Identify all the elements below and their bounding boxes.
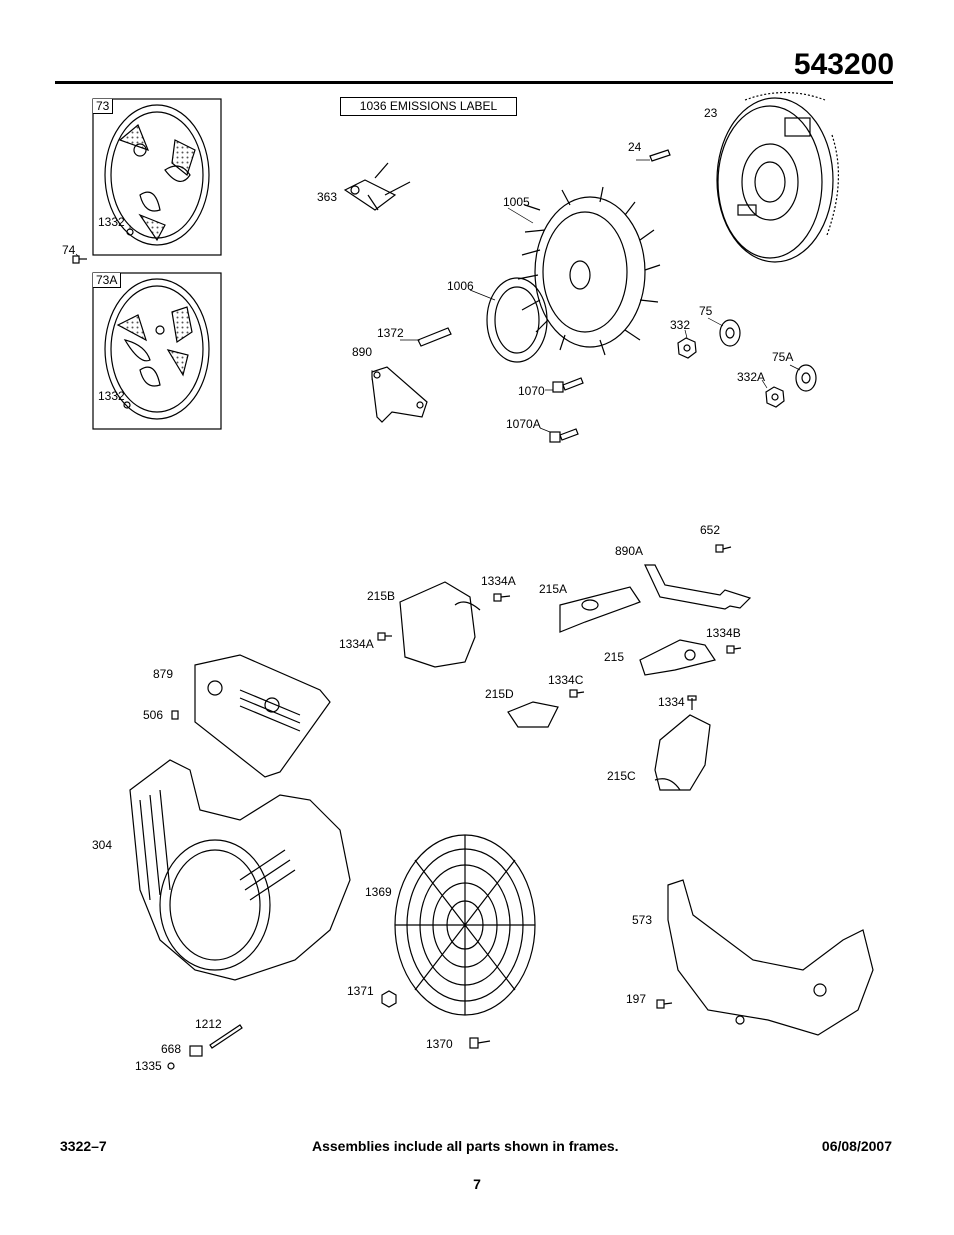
callout-215a: 215A xyxy=(539,582,568,596)
callout-1070: 1070 xyxy=(518,384,545,398)
callout-74: 74 xyxy=(62,243,76,257)
callout-24: 24 xyxy=(628,140,642,154)
cover-879-part xyxy=(194,654,331,778)
callout-1212: 1212 xyxy=(195,1017,222,1031)
callout-1334: 1334 xyxy=(658,695,685,709)
bracket-890-part xyxy=(371,366,428,423)
bolt-1070-part xyxy=(552,377,584,393)
flywheel-23-part xyxy=(716,91,840,263)
screw-506-part xyxy=(171,710,179,720)
callout-1070a: 1070A xyxy=(506,417,541,431)
callout-890a: 890A xyxy=(615,544,644,558)
footer-date: 06/08/2007 xyxy=(821,1138,892,1154)
screw-197-part xyxy=(656,999,673,1009)
callout-363: 363 xyxy=(317,190,338,204)
callout-1334b: 1334B xyxy=(706,626,741,640)
nut-332-part xyxy=(677,337,697,359)
stud-1212-part xyxy=(209,1024,243,1049)
callout-1370: 1370 xyxy=(426,1037,453,1051)
screw-1334c-part xyxy=(569,689,585,698)
washer-75-part xyxy=(719,319,741,347)
fan-1005-part xyxy=(517,186,661,356)
callout-1372: 1372 xyxy=(377,326,404,340)
callout-23: 23 xyxy=(704,106,718,120)
callout-304: 304 xyxy=(92,838,113,852)
screw-1334a-top xyxy=(493,593,511,602)
frame-73 xyxy=(92,98,222,256)
callout-573: 573 xyxy=(632,913,653,927)
nut-1371-part xyxy=(381,990,397,1008)
screw-1334b-part xyxy=(726,645,742,654)
screw-1332-bottom xyxy=(123,401,131,409)
callout-668: 668 xyxy=(161,1042,182,1056)
nut-1335-part xyxy=(167,1062,175,1070)
bracket-363-part xyxy=(343,162,411,211)
callout-1334c: 1334C xyxy=(548,673,584,687)
model-number: 543200 xyxy=(793,48,894,81)
footer-doc-code: 3322–7 xyxy=(60,1138,107,1154)
callout-215d: 215D xyxy=(485,687,514,701)
callout-215: 215 xyxy=(604,650,625,664)
screen-73a-part xyxy=(104,278,210,420)
screw-652-part xyxy=(715,544,732,553)
callout-215b: 215B xyxy=(367,589,396,603)
callout-1334a-top: 1334A xyxy=(481,574,516,588)
baffle-573-part xyxy=(667,879,874,1036)
callout-332: 332 xyxy=(670,318,691,332)
nut-332a-part xyxy=(765,386,785,408)
callout-75: 75 xyxy=(699,304,713,318)
callout-1335: 1335 xyxy=(135,1059,162,1073)
callout-506: 506 xyxy=(143,708,164,722)
frame-73a xyxy=(92,272,222,430)
shield-215a-part xyxy=(559,586,641,633)
callout-1371: 1371 xyxy=(347,984,374,998)
bracket-890a-part xyxy=(644,564,752,610)
guard-1369-part xyxy=(394,834,536,1016)
callout-1332-bottom: 1332 xyxy=(98,389,125,403)
frame-label-73a: 73A xyxy=(93,273,122,288)
washer-75a-part xyxy=(795,364,817,392)
callout-890: 890 xyxy=(352,345,373,359)
callout-1006: 1006 xyxy=(447,279,474,293)
callout-879: 879 xyxy=(153,667,174,681)
screen-73-part xyxy=(104,104,210,246)
emissions-label-box: 1036 EMISSIONS LABEL xyxy=(340,97,517,116)
key-24-part xyxy=(649,149,671,162)
callout-332a: 332A xyxy=(737,370,766,384)
page-number: 7 xyxy=(473,1176,481,1192)
callout-75a: 75A xyxy=(772,350,794,364)
shield-215-part xyxy=(639,639,716,676)
spacer-668-part xyxy=(189,1045,203,1057)
bolt-1070a-part xyxy=(549,428,579,443)
callout-1334a-left: 1334A xyxy=(339,637,374,651)
bolt-1370-part xyxy=(469,1037,491,1049)
gasket-1006-part xyxy=(486,277,548,363)
footer-note: Assemblies include all parts shown in fr… xyxy=(312,1138,619,1154)
pin-1372-part xyxy=(417,327,452,347)
callout-1332-top: 1332 xyxy=(98,215,125,229)
callout-1369: 1369 xyxy=(365,885,392,899)
shield-215b-part xyxy=(399,581,481,668)
callout-197: 197 xyxy=(626,992,647,1006)
header-rule xyxy=(55,81,893,84)
shield-215c-part xyxy=(654,714,711,791)
bolt-74 xyxy=(72,255,87,264)
callout-215c: 215C xyxy=(607,769,636,783)
screw-1334a-left xyxy=(377,632,392,641)
callout-1005: 1005 xyxy=(503,195,530,209)
housing-304-part xyxy=(129,759,351,981)
shield-215d-part xyxy=(507,701,559,728)
frame-label-73: 73 xyxy=(93,99,114,114)
screw-1334-part xyxy=(687,695,697,710)
callout-652: 652 xyxy=(700,523,721,537)
